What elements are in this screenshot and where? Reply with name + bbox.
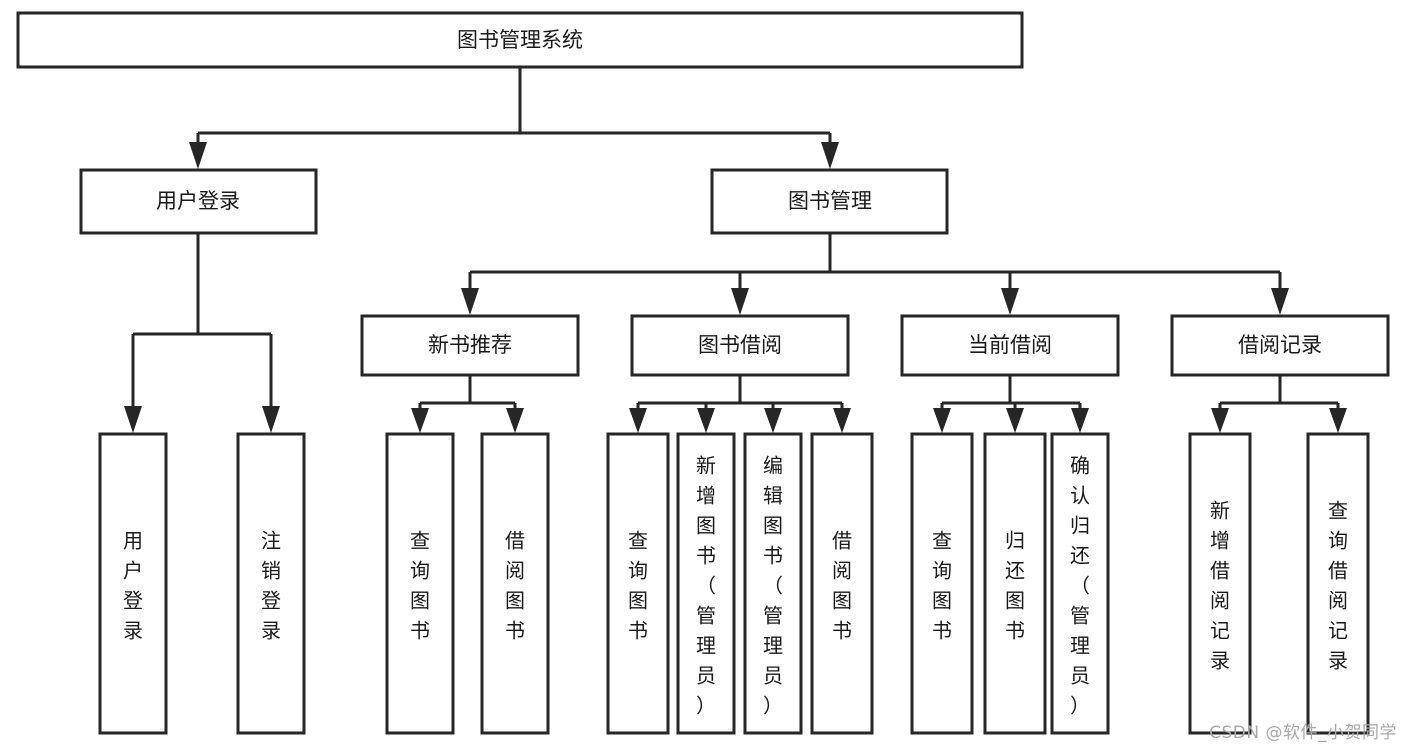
node-leaf-query-borrow-record-label: 查询借阅记录 <box>1328 499 1348 673</box>
arrowhead-leaf-confirm-return-admin <box>1071 408 1089 433</box>
node-borrow-record-label: 借阅记录 <box>1238 333 1322 357</box>
node-borrow-record-rect[interactable] <box>1170 314 1390 377</box>
node-leaf-edit-book-admin[interactable]: 编辑图书（管理员） <box>743 432 803 735</box>
node-book-manage-group-label: 图书管理 <box>788 189 872 213</box>
node-leaf-add-borrow-record-label: 新增借阅记录 <box>1210 499 1230 673</box>
node-leaf-return-book[interactable]: 归还图书 <box>983 432 1047 735</box>
arrowhead-leaf-user-logout <box>262 406 280 433</box>
arrowhead-current-borrow <box>1001 288 1019 315</box>
arrowhead-leaf-query-book-current <box>933 408 951 433</box>
node-leaf-user-login-label: 用户登录 <box>123 529 143 643</box>
node-leaf-user-login[interactable]: 用户登录 <box>98 432 168 735</box>
node-leaf-query-book-recommend-label: 查询图书 <box>410 529 430 643</box>
arrowhead-leaf-query-book-borrow <box>629 408 647 433</box>
node-leaf-edit-book-admin-rect[interactable] <box>743 432 803 735</box>
connector-layer <box>124 67 1347 433</box>
arrowhead-leaf-borrow-book-recommend <box>506 408 524 433</box>
node-user-login-group[interactable]: 用户登录 <box>79 168 318 235</box>
node-leaf-add-book-admin[interactable]: 新增图书（管理员） <box>676 432 736 735</box>
node-book-borrow-rect[interactable] <box>630 314 850 377</box>
node-leaf-query-book-borrow-rect[interactable] <box>606 432 670 735</box>
node-leaf-query-book-recommend[interactable]: 查询图书 <box>385 432 455 735</box>
node-root[interactable]: 图书管理系统 <box>16 11 1024 69</box>
node-leaf-edit-book-admin-label: 编辑图书（管理员） <box>763 454 783 718</box>
node-leaf-return-book-label: 归还图书 <box>1005 529 1025 643</box>
node-book-manage-group-rect[interactable] <box>710 168 949 235</box>
node-leaf-query-book-borrow[interactable]: 查询图书 <box>606 432 670 735</box>
arrowhead-leaf-add-borrow-record <box>1211 408 1229 433</box>
node-leaf-user-logout-label: 注销登录 <box>261 529 281 643</box>
node-new-book-recommend[interactable]: 新书推荐 <box>360 314 580 377</box>
arrowhead-leaf-user-login <box>124 406 142 433</box>
arrowhead-book-manage <box>821 142 839 169</box>
node-leaf-user-logout-rect[interactable] <box>236 432 306 735</box>
node-leaf-query-borrow-record[interactable]: 查询借阅记录 <box>1306 432 1370 735</box>
arrowhead-borrow-record <box>1271 288 1289 315</box>
arrowhead-leaf-query-borrow-record <box>1329 408 1347 433</box>
node-new-book-recommend-label: 新书推荐 <box>428 333 512 357</box>
node-leaf-query-book-current-label: 查询图书 <box>932 529 952 643</box>
node-book-borrow-label: 图书借阅 <box>698 333 782 357</box>
node-leaf-return-book-rect[interactable] <box>983 432 1047 735</box>
arrowhead-leaf-edit-book-admin <box>764 408 782 433</box>
arrowhead-leaf-return-book <box>1006 408 1024 433</box>
node-leaf-add-borrow-record[interactable]: 新增借阅记录 <box>1188 432 1252 735</box>
node-leaf-borrow-book[interactable]: 借阅图书 <box>810 432 874 735</box>
node-leaf-query-borrow-record-rect[interactable] <box>1306 432 1370 735</box>
node-leaf-confirm-return-admin[interactable]: 确认归还（管理员） <box>1050 432 1110 735</box>
node-borrow-record[interactable]: 借阅记录 <box>1170 314 1390 377</box>
arrowhead-new-book-recommend <box>461 288 479 315</box>
node-leaf-add-borrow-record-rect[interactable] <box>1188 432 1252 735</box>
node-current-borrow-label: 当前借阅 <box>968 333 1052 357</box>
node-leaf-add-book-admin-rect[interactable] <box>676 432 736 735</box>
node-leaf-user-logout[interactable]: 注销登录 <box>236 432 306 735</box>
node-leaf-borrow-book-recommend-rect[interactable] <box>480 432 550 735</box>
node-new-book-recommend-rect[interactable] <box>360 314 580 377</box>
arrowhead-leaf-borrow-book <box>833 408 851 433</box>
node-root-label: 图书管理系统 <box>457 28 583 52</box>
arrowhead-leaf-add-book-admin <box>697 408 715 433</box>
node-leaf-query-book-current[interactable]: 查询图书 <box>910 432 974 735</box>
node-user-login-group-rect[interactable] <box>79 168 318 235</box>
node-leaf-borrow-book-rect[interactable] <box>810 432 874 735</box>
arrowhead-leaf-query-book-recommend <box>411 408 429 433</box>
node-leaf-borrow-book-recommend[interactable]: 借阅图书 <box>480 432 550 735</box>
node-user-login-group-label: 用户登录 <box>156 189 240 213</box>
arrowhead-book-borrow <box>731 288 749 315</box>
node-leaf-borrow-book-label: 借阅图书 <box>832 529 852 643</box>
node-leaf-confirm-return-admin-rect[interactable] <box>1050 432 1110 735</box>
node-current-borrow[interactable]: 当前借阅 <box>900 314 1120 377</box>
node-leaf-query-book-borrow-label: 查询图书 <box>628 529 648 643</box>
node-root-rect[interactable] <box>16 11 1024 69</box>
node-book-manage-group[interactable]: 图书管理 <box>710 168 949 235</box>
node-leaf-query-book-current-rect[interactable] <box>910 432 974 735</box>
csdn-watermark: CSDN @软件_小贺同学 <box>1209 723 1397 743</box>
node-leaf-add-book-admin-label: 新增图书（管理员） <box>696 454 716 718</box>
node-leaf-borrow-book-recommend-label: 借阅图书 <box>505 529 525 643</box>
node-leaf-user-login-rect[interactable] <box>98 432 168 735</box>
node-book-borrow[interactable]: 图书借阅 <box>630 314 850 377</box>
node-leaf-query-book-recommend-rect[interactable] <box>385 432 455 735</box>
arrowhead-user-login <box>189 142 207 169</box>
node-current-borrow-rect[interactable] <box>900 314 1120 377</box>
node-leaf-confirm-return-admin-label: 确认归还（管理员） <box>1070 454 1090 718</box>
